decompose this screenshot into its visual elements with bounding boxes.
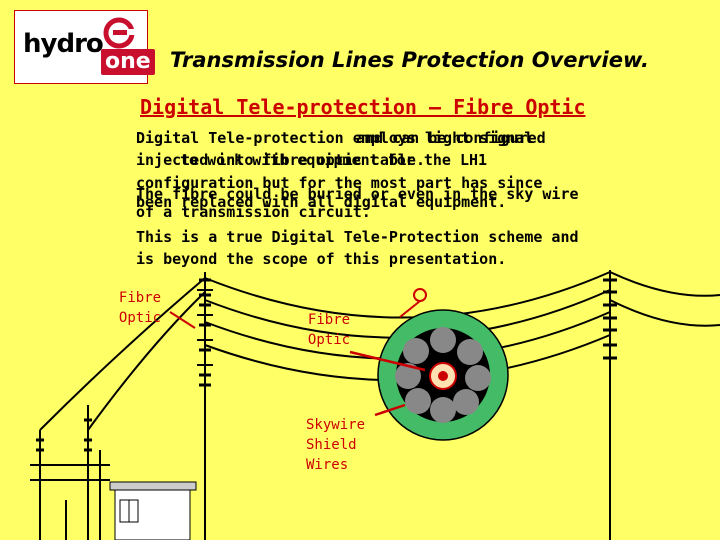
label-line: Fibre [118, 290, 162, 306]
hydro-one-logo: hydro one [14, 10, 155, 84]
label-line: Skywire [306, 417, 366, 433]
body-line-4: been replaced with all digital equipment… [136, 193, 507, 211]
callout-marker [413, 288, 427, 302]
label-line: Wires [306, 457, 349, 473]
skywire-pointer [374, 403, 406, 417]
callout-line [399, 300, 421, 318]
fibre-optic-center-label: Fibre Optic [298, 310, 360, 350]
right-tower-icon [603, 270, 617, 540]
label-line: Optic [118, 310, 162, 326]
conductor-wires [39, 271, 720, 431]
label-line: Optic [307, 332, 351, 348]
label-line: Shield [306, 437, 357, 453]
slide-heading: Digital Tele-protection – Fibre Optic [140, 95, 586, 119]
paragraph2-line-2: is beyond the scope of this presentation… [136, 250, 507, 268]
body-line-3: configuration but for the most part has … [136, 174, 543, 192]
page-title: Transmission Lines Protection Overview. [170, 48, 650, 72]
body-line-2a: injected into fibre optic cable. [136, 151, 425, 169]
left-tower-icon [197, 272, 213, 540]
logo-word-one: one [101, 49, 155, 75]
left-fibre-pointer [169, 311, 196, 329]
body-line-2b: to work with equipment for the LH1 [180, 151, 488, 169]
paragraph2-line-1: This is a true Digital Tele-Protection s… [136, 228, 579, 246]
fibre-optic-left-label: Fibre Optic [112, 288, 168, 328]
fibre-optic-pointer [349, 350, 426, 372]
fibre-cable-cross-section [377, 309, 509, 441]
control-building-icon [109, 481, 197, 540]
body-line-1b: and can be configured [356, 129, 546, 147]
label-line: Fibre [307, 312, 351, 328]
skywire-label: Skywire Shield Wires [306, 415, 378, 475]
body-line-1a: Digital Tele-protection employs light si… [136, 129, 534, 147]
logo-swirl-icon [103, 17, 135, 49]
body-line-6: of a transmission circuit. [136, 203, 371, 221]
logo-word-hydro: hydro [23, 29, 104, 59]
substation-icon [30, 405, 110, 540]
body-line-5: The fibre could be buried or even in the… [136, 185, 579, 203]
